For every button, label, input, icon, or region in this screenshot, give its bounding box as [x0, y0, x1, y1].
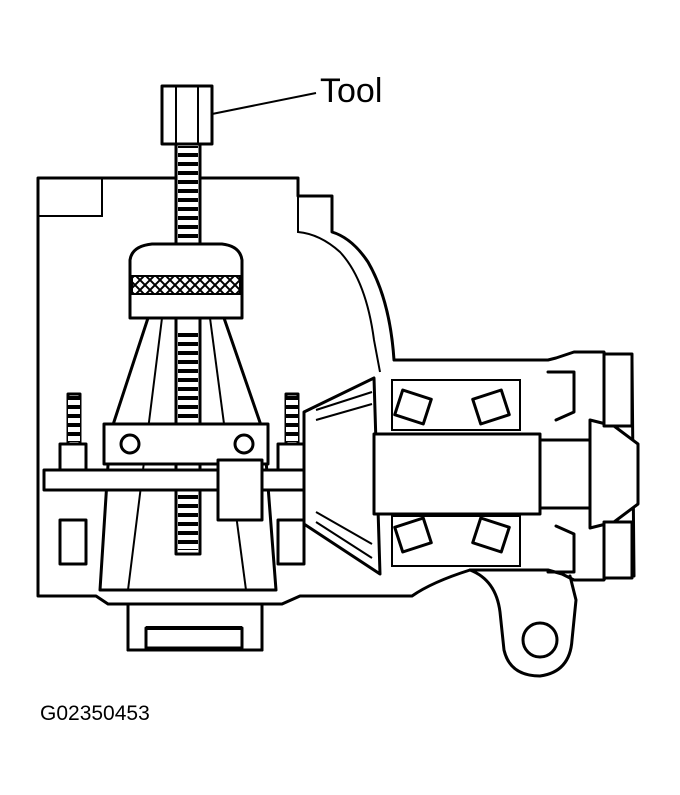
tool-clamp-bar	[42, 468, 310, 492]
pinion-seal	[546, 370, 576, 574]
puller-tool	[42, 84, 310, 652]
figure-id: G02350453	[40, 702, 150, 725]
tool-leader-line	[211, 92, 317, 115]
companion-flange	[588, 352, 640, 580]
tool-hex-head	[160, 84, 214, 146]
pinion-gear	[302, 376, 382, 576]
inner-bearing-upper	[391, 379, 521, 431]
tool-crossbar	[102, 422, 270, 466]
tool-label: Tool	[320, 72, 382, 110]
left-stud	[58, 392, 88, 566]
inner-bearing-lower	[391, 515, 521, 567]
tool-knurl-band	[131, 275, 241, 295]
housing	[36, 176, 636, 652]
tool-screw-thread	[178, 146, 198, 252]
pinion-shaft	[372, 432, 592, 516]
mounting-lug	[468, 568, 578, 678]
